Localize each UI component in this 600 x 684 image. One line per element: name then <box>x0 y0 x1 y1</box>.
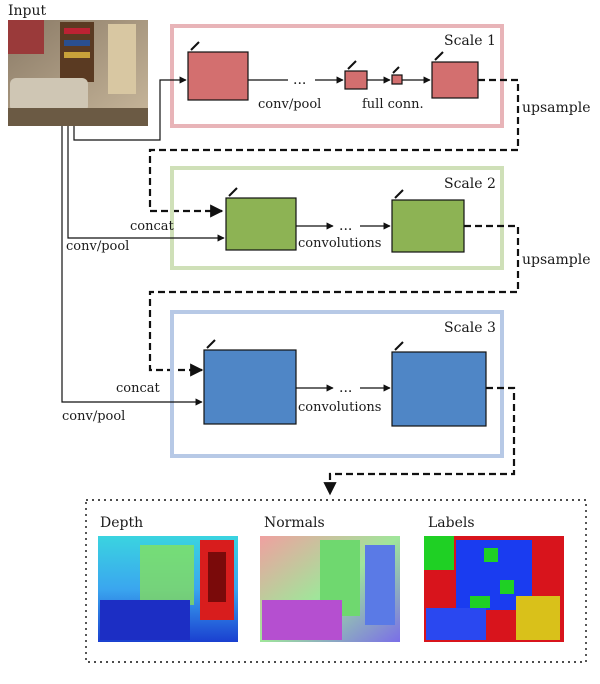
scale2-convolutions-label: convolutions <box>298 236 381 251</box>
scale1-frame <box>170 24 504 128</box>
upsample-label-1: upsample <box>522 100 591 116</box>
scale2-frame <box>170 166 504 270</box>
scale3-block-2 <box>391 351 487 427</box>
tick-icon <box>190 41 200 51</box>
scale3-convolutions-label: convolutions <box>298 400 381 415</box>
tick-icon <box>394 341 404 351</box>
scale1-ellipsis: ... <box>293 72 306 88</box>
scale3-frame <box>170 310 504 458</box>
input-label: Input <box>8 3 47 19</box>
convpool-label-3: conv/pool <box>62 409 125 424</box>
tick-icon <box>394 189 404 199</box>
scale1-title: Scale 1 <box>444 33 496 49</box>
normals-map-image <box>260 536 400 642</box>
scale2-block-2 <box>391 199 465 253</box>
scale1-fc-block-2 <box>391 74 403 85</box>
tick-icon <box>434 51 444 61</box>
output-label-depth: Depth <box>100 515 143 531</box>
scale3-ellipsis: ... <box>339 380 352 396</box>
concat-label-3: concat <box>116 381 161 396</box>
scale2-ellipsis: ... <box>339 218 352 234</box>
scale1-blocks <box>187 41 479 101</box>
convpool-label-2: conv/pool <box>66 239 129 254</box>
tick-icon <box>228 187 238 197</box>
scale2-block-1 <box>225 197 297 251</box>
scale1-fc-block-1 <box>344 70 368 90</box>
scale2-title: Scale 2 <box>444 176 496 192</box>
output-label-labels: Labels <box>428 515 475 531</box>
outputs-frame <box>85 499 587 663</box>
scale1-fullconn-label: full conn. <box>362 97 424 112</box>
scale1-convpool-label: conv/pool <box>258 97 321 112</box>
tick-icon <box>392 66 400 74</box>
depth-map-image <box>98 536 238 642</box>
concat-label-2: concat <box>130 219 175 234</box>
scale3-title: Scale 3 <box>444 320 496 336</box>
scale1-out-block <box>431 61 479 99</box>
scale1-conv-block <box>187 51 249 101</box>
scale3-block-1 <box>203 349 297 425</box>
input-photo <box>8 20 148 126</box>
upsample-label-2: upsample <box>522 252 591 268</box>
labels-map-image <box>424 536 564 642</box>
tick-icon <box>206 339 216 349</box>
tick-icon <box>347 60 357 70</box>
output-label-normals: Normals <box>264 515 325 531</box>
